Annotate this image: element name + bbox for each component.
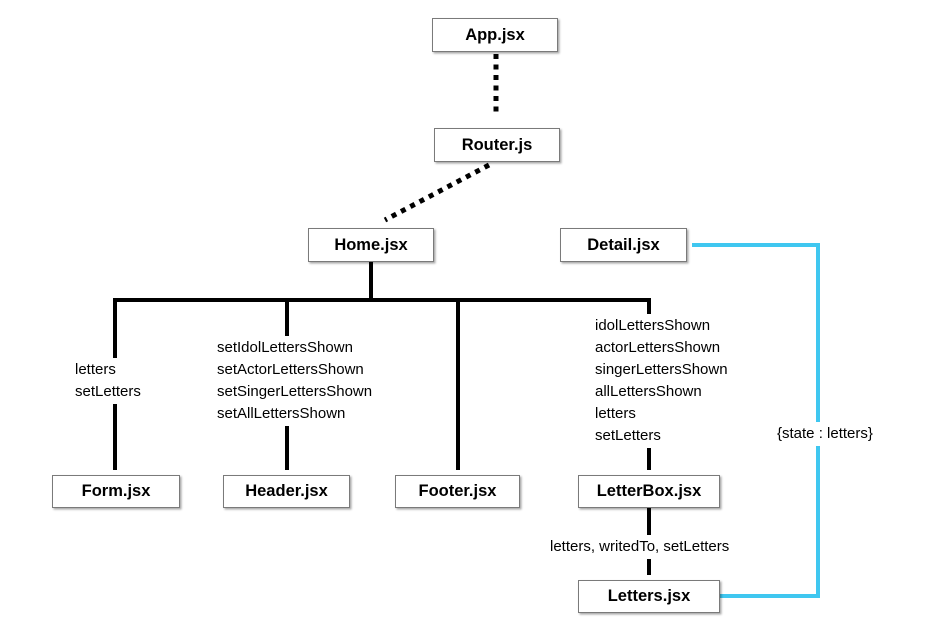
prop-line: setLetters — [75, 383, 141, 400]
props-label-letters: letters, writedTo, setLetters — [547, 535, 733, 559]
prop-line: allLettersShown — [595, 383, 702, 400]
prop-line: singerLettersShown — [595, 361, 728, 378]
node-header-jsx: Header.jsx — [223, 475, 350, 508]
node-letterbox-jsx: LetterBox.jsx — [578, 475, 720, 508]
node-footer-jsx: Footer.jsx — [395, 475, 520, 508]
edge-letters-to-detail — [692, 243, 820, 598]
edge-router-to-home — [383, 162, 491, 223]
prop-line: setAllLettersShown — [217, 405, 346, 422]
prop-line: idolLettersShown — [595, 317, 711, 334]
props-label-form: letters setLetters — [72, 358, 144, 404]
state-flow-label: {state : letters} — [774, 422, 876, 446]
node-detail-jsx: Detail.jsx — [560, 228, 687, 262]
prop-line: setLetters — [595, 427, 661, 444]
node-home-jsx: Home.jsx — [308, 228, 434, 262]
prop-line: letters — [75, 361, 116, 378]
prop-line: actorLettersShown — [595, 339, 721, 356]
node-router-js: Router.js — [434, 128, 560, 162]
props-label-letterbox: idolLettersShown actorLettersShown singe… — [592, 314, 731, 448]
node-form-jsx: Form.jsx — [52, 475, 180, 508]
prop-line: setIdolLettersShown — [217, 339, 353, 356]
prop-line: setSingerLettersShown — [217, 383, 373, 400]
prop-line: setActorLettersShown — [217, 361, 364, 378]
node-letters-jsx: Letters.jsx — [578, 580, 720, 613]
props-label-header: setIdolLettersShown setActorLettersShown… — [214, 336, 376, 426]
prop-line: letters — [595, 405, 636, 422]
node-app-jsx: App.jsx — [432, 18, 558, 52]
